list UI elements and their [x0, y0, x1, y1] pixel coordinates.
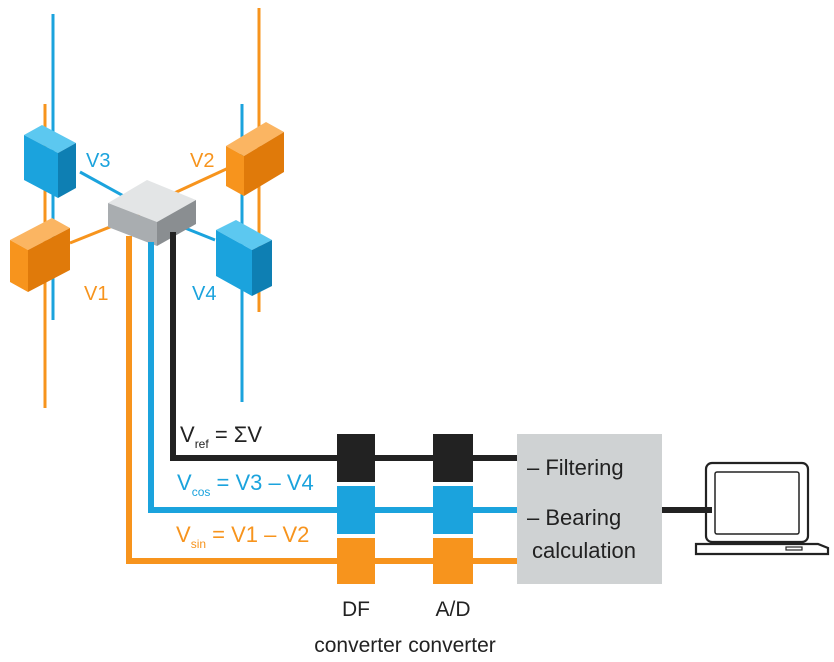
ad-converter-sin-block: [433, 538, 473, 584]
processing-box: [517, 434, 662, 584]
signal-label-ref: Vref = ΣV: [180, 422, 262, 451]
df-label: DF: [342, 598, 370, 621]
antenna-element-v2: [226, 122, 284, 196]
ad-converter-cos-block: [433, 486, 473, 534]
df-converter-label: converter: [314, 634, 402, 657]
signal-label-cos: Vcos = V3 – V4: [177, 470, 314, 499]
ad-converter-label: converter: [408, 634, 496, 657]
signal-label-sin: Vsin = V1 – V2: [176, 522, 309, 551]
signal-line-ref: [170, 232, 520, 461]
ad-converter: [433, 434, 473, 584]
processing-bearing: – Bearing: [527, 505, 621, 530]
signal-line-sin: [126, 236, 520, 564]
antenna-element-v4: [216, 220, 272, 296]
df-converter-cos-block: [337, 486, 375, 534]
processing-calculation: calculation: [532, 538, 636, 563]
signal-line-cos: [148, 242, 520, 513]
feed-v2: [169, 163, 236, 197]
ad-label: A/D: [435, 598, 470, 621]
df-converter: [337, 434, 375, 584]
antenna-label-v1: V1: [84, 283, 108, 305]
laptop-icon: [694, 461, 830, 556]
combiner-box-icon: [108, 180, 196, 246]
antenna-label-v2: V2: [190, 150, 214, 172]
df-converter-sin-block: [337, 538, 375, 584]
processing-filtering: – Filtering: [527, 455, 624, 480]
antenna-element-v1: [10, 218, 70, 292]
ad-converter-ref-block: [433, 434, 473, 482]
antenna-element-v3: [24, 125, 76, 198]
antenna-label-v3: V3: [86, 150, 110, 172]
df-converter-ref-block: [337, 434, 375, 482]
antenna-label-v4: V4: [192, 283, 216, 305]
